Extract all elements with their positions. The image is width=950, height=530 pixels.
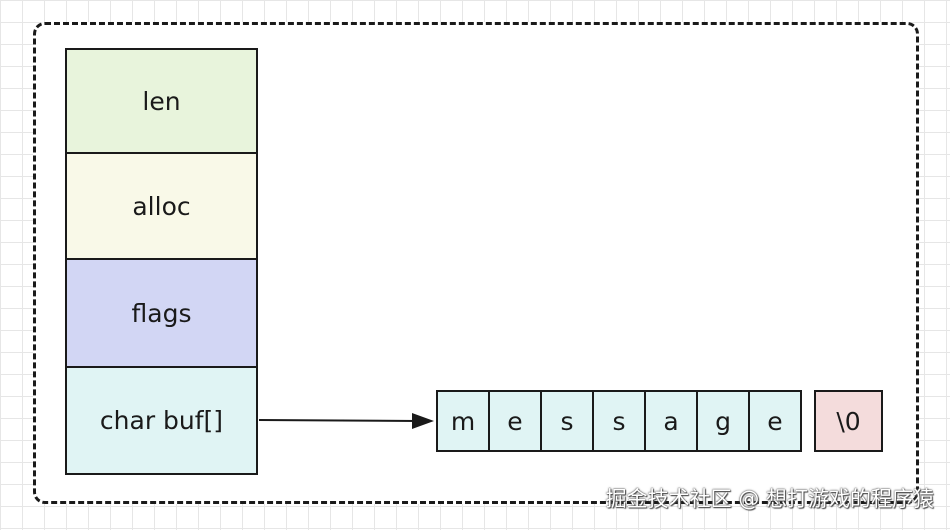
field-flags: flags: [65, 258, 258, 368]
buffer-cell: e: [488, 390, 542, 452]
field-alloc: alloc: [65, 152, 258, 260]
buffer-cell: s: [540, 390, 594, 452]
buffer-cell: s: [592, 390, 646, 452]
field-flags-label: flags: [131, 298, 192, 328]
buffer-cell: g: [696, 390, 750, 452]
buffer-cell: a: [644, 390, 698, 452]
field-alloc-label: alloc: [132, 191, 191, 221]
buffer-cell: e: [748, 390, 802, 452]
field-len-label: len: [142, 86, 181, 116]
field-len: len: [65, 48, 258, 154]
field-buf: char buf[]: [65, 366, 258, 475]
null-terminator-cell: \0: [814, 390, 883, 452]
watermark: 掘金技术社区 @ 想打游戏的程序猿: [605, 487, 934, 511]
field-buf-label: char buf[]: [99, 406, 224, 435]
char-buffer: m e s s a g e: [436, 390, 802, 452]
buffer-cell: m: [436, 390, 490, 452]
